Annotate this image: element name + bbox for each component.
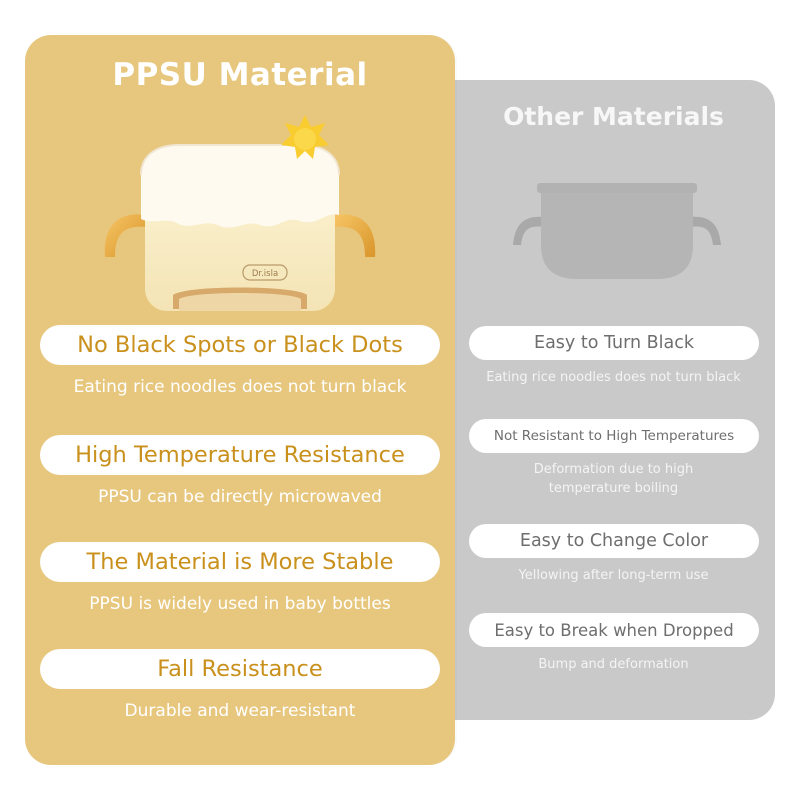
right-item-1-label: Easy to Turn Black (469, 326, 759, 360)
right-item-3-label: Easy to Change Color (469, 524, 759, 558)
left-item-3-desc: PPSU is widely used in baby bottles (89, 594, 391, 614)
left-item-2-desc: PPSU can be directly microwaved (98, 487, 382, 507)
right-item-2-desc: Deformation due to high temperature boil… (533, 462, 694, 496)
right-item-4-desc: Bump and deformation (538, 657, 689, 672)
right-item-4-label: Easy to Break when Dropped (469, 613, 759, 647)
left-item-4-desc: Durable and wear-resistant (124, 701, 356, 721)
grey-bowl-icon (513, 183, 721, 279)
left-item-1-label: No Black Spots or Black Dots (40, 325, 440, 365)
left-item-3-label: The Material is More Stable (40, 542, 440, 582)
right-item-1-desc: Eating rice noodles does not turn black (486, 370, 741, 385)
right-item-3-desc: Yellowing after long-term use (518, 568, 709, 583)
other-materials-title: Other Materials (503, 102, 724, 131)
left-item-2-label: High Temperature Resistance (40, 435, 440, 475)
ppsu-bowl-product-image: Dr.isla (104, 115, 376, 311)
right-item-2-label: Not Resistant to High Temperatures (469, 419, 759, 453)
brand-label: Dr.isla (252, 269, 278, 279)
other-materials-panel: Other Materials Easy to Turn Black Eatin… (452, 80, 775, 720)
ppsu-material-title: PPSU Material (112, 57, 368, 93)
left-item-4-label: Fall Resistance (40, 649, 440, 689)
left-item-1-desc: Eating rice noodles does not turn black (73, 377, 407, 397)
ppsu-material-panel: PPSU Material Dr.isla (25, 35, 455, 765)
